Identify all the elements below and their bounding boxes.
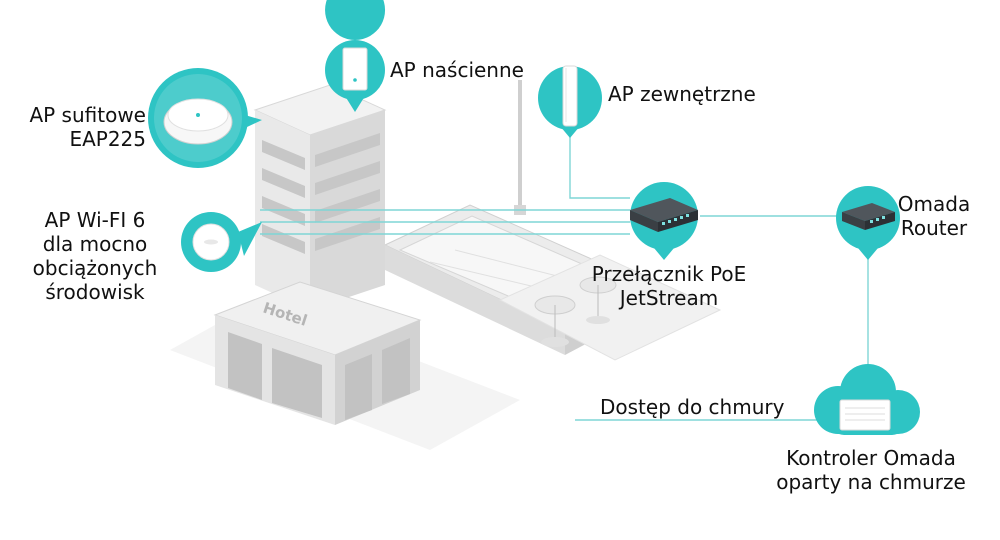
label-router: Omada Router <box>894 192 974 240</box>
network-links <box>260 130 869 421</box>
label-line: AP sufitowe <box>29 103 146 127</box>
outdoor-ap-icon <box>538 65 602 138</box>
label-line: EAP225 <box>69 127 146 151</box>
wifi6-ap-icon <box>181 212 262 272</box>
label-ceiling-ap: AP sufitowe EAP225 <box>0 103 146 151</box>
hotel-podium <box>213 281 422 425</box>
wall-ap-icon <box>325 0 385 112</box>
label-poe-switch: Przełącznik PoE JetStream <box>572 262 766 310</box>
label-wifi6-ap: AP Wi-FI 6 dla mocno obciążonych środowi… <box>14 208 176 304</box>
label-line: Router <box>900 216 968 240</box>
label-line: Przełącznik PoE <box>591 262 747 286</box>
label-line: AP naścienne <box>390 58 524 82</box>
poe-switch-icon <box>630 182 698 260</box>
ceiling-ap-icon <box>148 68 262 168</box>
label-outdoor-ap: AP zewnętrzne <box>608 82 756 106</box>
label-line: Kontroler Omada <box>786 446 956 470</box>
router-icon <box>836 186 900 260</box>
label-line: Omada <box>897 192 971 216</box>
label-line: środowisk <box>45 280 145 304</box>
hotel-tower <box>253 84 387 310</box>
label-line: dla mocno <box>42 232 148 256</box>
label-cloud-controller: Kontroler Omada oparty na chmurze <box>760 446 982 494</box>
label-line: JetStream <box>619 286 719 310</box>
pool-area <box>383 204 722 361</box>
label-line: AP zewnętrzne <box>608 82 756 106</box>
outdoor-pole <box>514 80 526 215</box>
label-line: obciążonych <box>32 256 158 280</box>
label-line: AP Wi-FI 6 <box>44 208 146 232</box>
label-cloud-access: Dostęp do chmury <box>600 395 784 419</box>
label-wall-ap: AP naścienne <box>390 58 524 82</box>
label-line: Dostęp do chmury <box>600 395 785 419</box>
cloud-controller-icon <box>814 364 920 435</box>
label-line: oparty na chmurze <box>776 470 966 494</box>
